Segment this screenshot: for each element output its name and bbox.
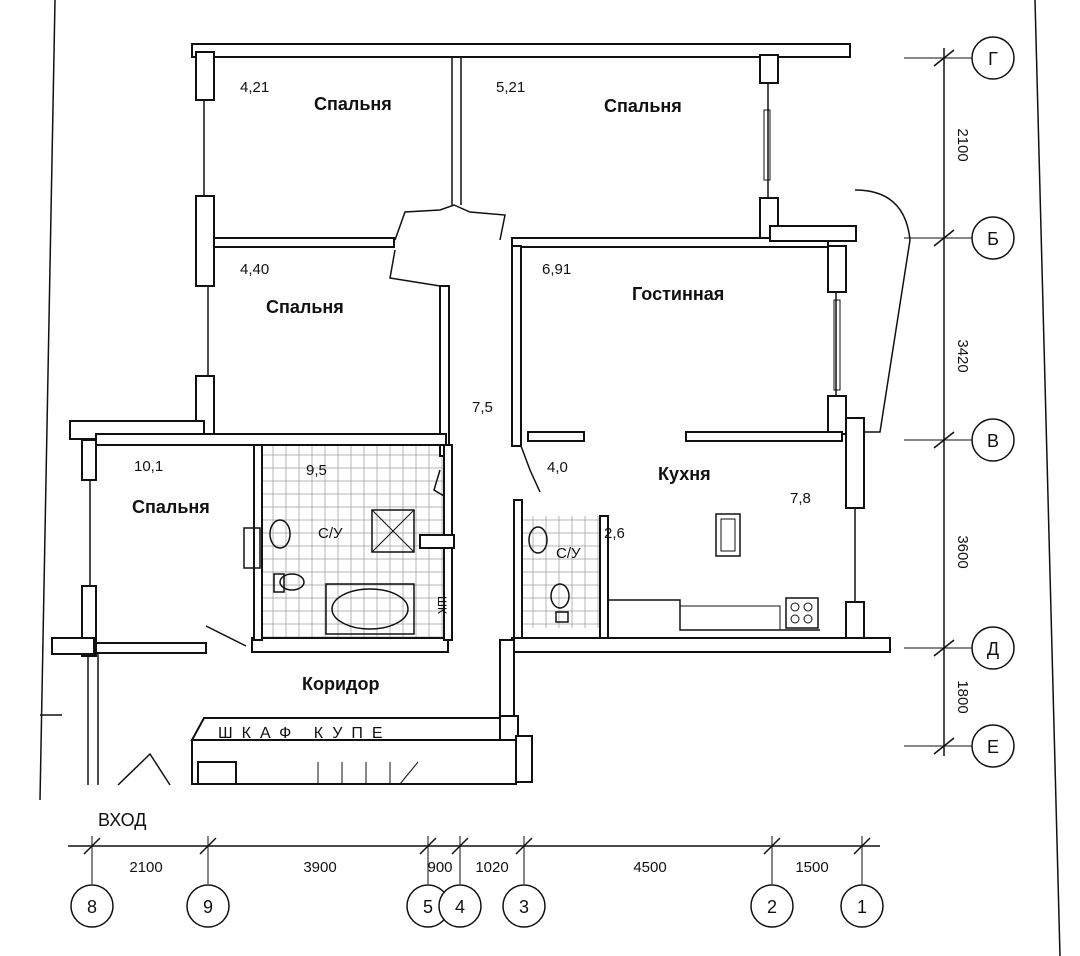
axis-marker-Д [971,626,1015,670]
axis-marker-В [971,418,1015,462]
doors [40,189,911,786]
wardrobe-label: ШКАФ КУПЕ [218,725,392,742]
bedroom-4-area: 10,1 [134,458,163,475]
axis-label-2: 2 [767,897,777,917]
bedroom-2-label: Спальня [604,96,682,116]
axis-label-5: 5 [423,897,433,917]
kitchen-label: Кухня [658,464,711,484]
vertical-dimensions: Г Б В Д Е 2100 3420 3600 1800 [904,36,1015,768]
room-labels: 4,21 Спальня 5,21 Спальня 4,40 Спальня 6… [98,79,811,830]
axis-marker-2 [750,884,794,928]
axis-label-Г: Г [988,49,998,69]
hall-area: 7,5 [472,399,493,416]
axis-label-Д: Д [987,639,999,659]
h-dimension: 1020 [475,859,508,876]
axis-marker-4 [438,884,482,928]
bedroom-1-area: 4,21 [240,79,269,96]
v-dimension: 2100 [954,128,971,161]
living-label: Гостинная [632,284,724,304]
axis-marker-Г [971,36,1015,80]
axis-label-3: 3 [519,897,529,917]
bathroom-2-label: С/У [556,545,581,562]
corridor-label: Коридор [302,674,379,694]
axis-marker-Б [971,216,1015,260]
kitchen-area: 7,8 [790,490,811,507]
axis-label-4: 4 [455,897,465,917]
bathroom-1-area: 9,5 [306,462,327,479]
axis-label-1: 1 [857,897,867,917]
closet-label: ШК [435,596,449,614]
v-dimension: 3600 [954,535,971,568]
h-dimension: 2100 [129,859,162,876]
v-dimension: 1800 [954,680,971,713]
axis-marker-3 [502,884,546,928]
h-dimension: 4500 [633,859,666,876]
h-dimension: 900 [427,859,452,876]
axis-label-9: 9 [203,897,213,917]
bathroom-1-tiles [262,445,444,638]
axis-marker-1 [840,884,884,928]
living-area: 6,91 [542,261,571,278]
axis-marker-8 [70,884,114,928]
sheet-border [39,0,1061,956]
bedroom-2-area: 5,21 [496,79,525,96]
axis-label-В: В [987,431,999,451]
bedroom-3-area: 4,40 [240,261,269,278]
axis-label-Б: Б [987,229,999,249]
axis-marker-9 [186,884,230,928]
axis-label-Е: Е [987,737,999,757]
horizontal-dimensions: 8 9 5 4 3 2 1 2100 3900 900 1020 4500 1500 [68,836,884,928]
walls [51,43,891,785]
v-dimension: 3420 [954,339,971,372]
bathroom-2-area: 2,6 [604,525,625,542]
bedroom-3-label: Спальня [266,297,344,317]
h-dimension: 3900 [303,859,336,876]
hall-2-area: 4,0 [547,459,568,476]
bedroom-1-label: Спальня [314,94,392,114]
entrance-label: ВХОД [98,810,146,830]
bedroom-4-label: Спальня [132,497,210,517]
fixtures [243,109,841,635]
axis-marker-Е [971,724,1015,768]
axis-label-8: 8 [87,897,97,917]
bathroom-1-label: С/У [318,525,343,542]
h-dimension: 1500 [795,859,828,876]
bathroom-2-tiles [522,516,600,628]
